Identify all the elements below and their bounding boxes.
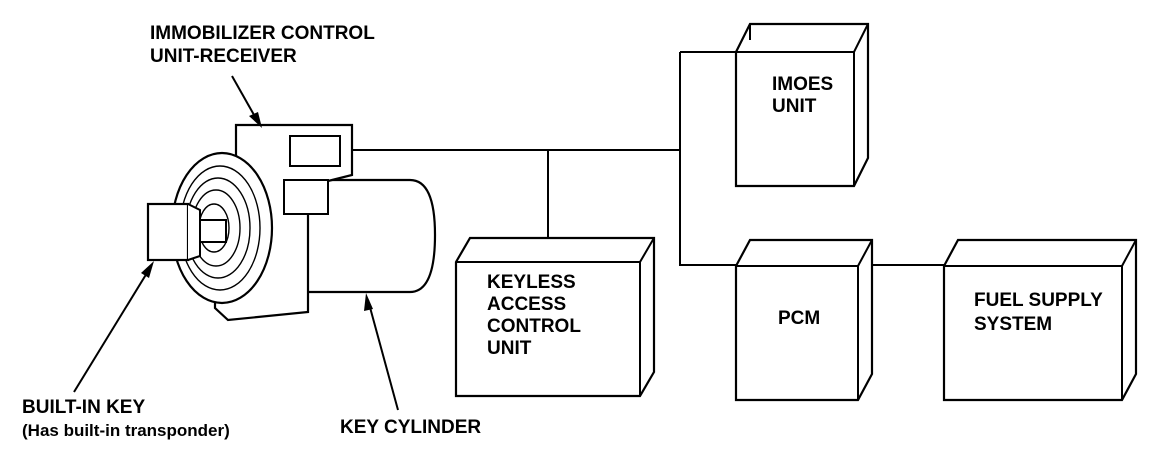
fuel-box-edges: [944, 239, 1137, 400]
receiver-module: [283, 179, 329, 215]
keyless-box-outline: [454, 236, 656, 398]
key-cylinder-label: KEY CYLINDER: [340, 417, 481, 438]
builtin-key-label-group: BUILT-IN KEY (Has built-in transponder): [22, 261, 230, 440]
key-cylinder-body: [298, 178, 437, 294]
imoes-label-line1: IMOES: [772, 74, 833, 95]
imoes-unit-box: IMOES UNIT: [734, 22, 870, 188]
builtin-key-label-line1: BUILT-IN KEY: [22, 397, 145, 418]
fuel-label-line1: FUEL SUPPLY: [974, 290, 1103, 311]
key-head-front: [146, 202, 190, 262]
keyless-box-edges: [456, 237, 655, 396]
keyless-label-line3: CONTROL: [487, 316, 581, 337]
fuel-label-line2: SYSTEM: [974, 314, 1052, 335]
key-cylinder-arrow-head: [364, 293, 373, 311]
keyless-label-line2: ACCESS: [487, 294, 566, 315]
builtin-key-arrow-head: [141, 261, 154, 278]
fuel-box-outline: [942, 238, 1138, 402]
immobilizer-label-line1: IMMOBILIZER CONTROL: [150, 23, 375, 44]
imoes-label-line2: UNIT: [772, 96, 817, 117]
pcm-box: PCM: [734, 238, 874, 402]
fuel-supply-box: FUEL SUPPLY SYSTEM: [942, 238, 1138, 402]
immobilizer-label-group: IMMOBILIZER CONTROL UNIT-RECEIVER: [150, 23, 375, 128]
keyless-label-line4: UNIT: [487, 338, 532, 359]
pcm-box-outline: [734, 238, 874, 402]
imoes-box-edges: [736, 23, 869, 186]
pcm-connector: [679, 52, 738, 266]
key-cylinder-arrow-line: [367, 299, 399, 411]
keyless-access-box: KEYLESS ACCESS CONTROL UNIT: [454, 236, 656, 398]
key-head-side: [187, 203, 201, 261]
immobilizer-label-line2: UNIT-RECEIVER: [150, 46, 297, 67]
pcm-box-edges: [736, 239, 873, 400]
key-blade: [199, 219, 227, 243]
key-cylinder-assembly: [146, 123, 437, 322]
pcm-label: PCM: [778, 308, 820, 329]
key-cylinder-label-group: KEY CYLINDER: [340, 293, 481, 438]
receiver-window: [289, 135, 341, 167]
immobilizer-arrow-head: [249, 112, 262, 128]
wiring: [320, 51, 944, 266]
builtin-key-label-line2: (Has built-in transponder): [22, 421, 230, 440]
keyless-label-line1: KEYLESS: [487, 272, 576, 293]
builtin-key-arrow-line: [73, 267, 151, 393]
